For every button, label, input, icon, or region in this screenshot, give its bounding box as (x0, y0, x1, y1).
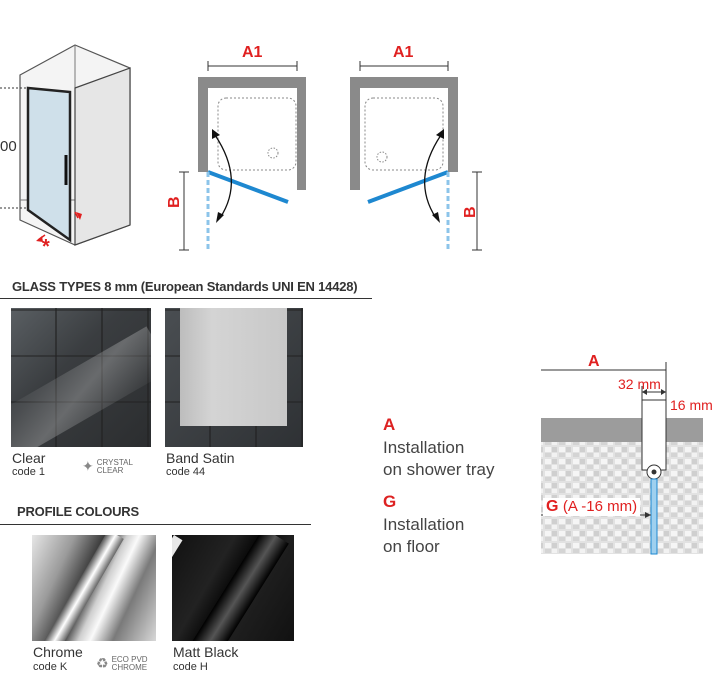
glass-swatch-band-satin[interactable] (165, 308, 303, 447)
install-g-text-1: Installation (383, 515, 465, 534)
eco-pvd-badge-line1: ECO PVD (111, 654, 148, 664)
recycle-icon: ♻ (96, 655, 109, 671)
glass-clear-code: code 1 (12, 466, 46, 478)
glass-band-satin-name: Band Satin (166, 450, 235, 466)
install-a-letter: A (383, 415, 396, 434)
eco-pvd-badge-line2: CHROME (111, 662, 148, 672)
install-a-text-2: on shower tray (383, 460, 495, 479)
plan-view-left (179, 61, 306, 251)
plan-left-height-label: B (166, 196, 183, 208)
install-g-text-2: on floor (383, 537, 440, 556)
asterisk-marker: * (42, 236, 50, 258)
profile-chrome-code: code K (33, 661, 68, 673)
crystal-clear-badge: ✦ CRYSTAL CLEAR (82, 458, 133, 475)
plan-right-height-label: B (462, 206, 479, 218)
install-a-text-1: Installation (383, 438, 465, 457)
detail-a-label: A (588, 353, 600, 370)
plan-view-right (350, 61, 482, 251)
detail-g-label-row: G (A -16 mm) (543, 498, 641, 516)
sparkle-icon: ✦ (82, 458, 94, 474)
plan-left-width-label: A1 (242, 44, 263, 61)
profile-swatch-chrome[interactable] (32, 535, 156, 641)
detail-g-label: G (546, 498, 559, 515)
detail-32mm-label: 32 mm (618, 376, 661, 392)
profile-matt-black-code: code H (173, 661, 208, 673)
crystal-clear-badge-line1: CRYSTAL (96, 457, 133, 467)
plan-right-width-label: A1 (393, 44, 414, 61)
eco-pvd-chrome-badge: ♻ ECO PVD CHROME (96, 655, 148, 672)
detail-16mm-label: 16 mm (670, 397, 713, 413)
profile-colours-underline (0, 524, 311, 525)
detail-g-formula: (A -16 mm) (562, 498, 638, 515)
profile-colours-title: PROFILE COLOURS (17, 504, 139, 519)
glass-band-satin-code: code 44 (166, 466, 206, 478)
glass-types-title: GLASS TYPES 8 mm (European Standards UNI… (12, 279, 358, 294)
profile-chrome-name: Chrome (33, 644, 83, 660)
glass-clear-name: Clear (12, 450, 46, 466)
install-g-letter: G (383, 492, 397, 511)
glass-types-underline (0, 298, 372, 299)
glass-swatch-clear[interactable] (11, 308, 151, 447)
crystal-clear-badge-line2: CLEAR (96, 465, 124, 475)
enclosure-3d-drawing (0, 44, 131, 246)
profile-swatch-matt-black[interactable] (172, 535, 294, 641)
height-dimension-label: 00 (0, 138, 17, 155)
profile-matt-black-name: Matt Black (173, 644, 239, 660)
